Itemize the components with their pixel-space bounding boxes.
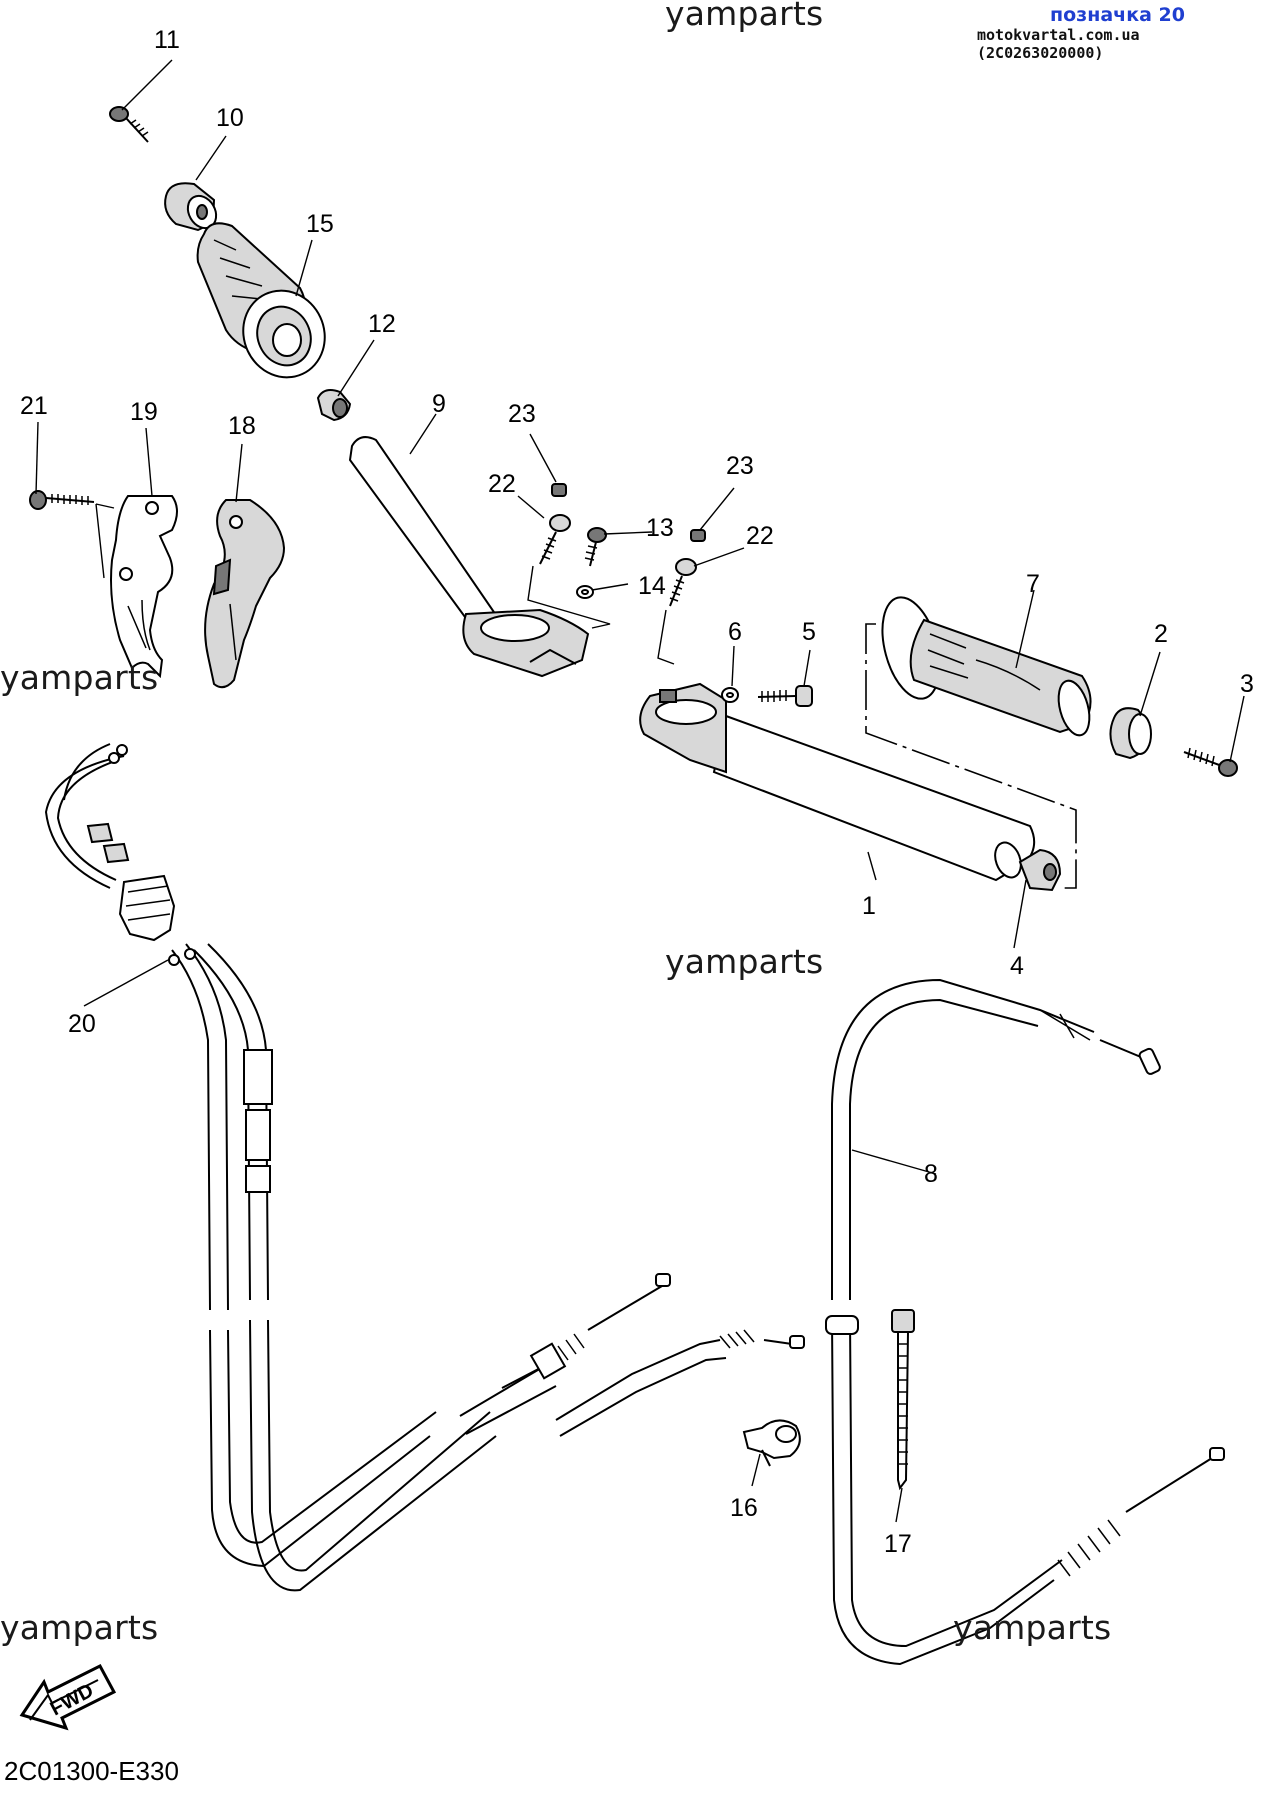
callout-6: 6: [728, 618, 742, 646]
callout-17: 17: [884, 1530, 912, 1558]
callout-13: 13: [646, 514, 674, 542]
part-4-weight: [1018, 848, 1062, 892]
part-18-switch-housing-lower: [204, 499, 286, 689]
part-14-washer: [576, 585, 594, 599]
part-1-right-handlebar: [639, 682, 1036, 882]
part-7-right-grip: [881, 596, 1092, 737]
part-17-cable-tie: [891, 1309, 915, 1491]
callout-1: 1: [862, 892, 876, 920]
part-21-screw: [29, 490, 115, 579]
callout-12: 12: [368, 310, 396, 338]
callout-10: 10: [216, 104, 244, 132]
callout-23a: 23: [508, 400, 536, 428]
callout-15: 15: [306, 210, 334, 238]
part-23-nut-a: [551, 483, 567, 497]
callout-8: 8: [924, 1160, 938, 1188]
badge-label: позначка 20: [1050, 4, 1185, 26]
part-6-washer: [721, 687, 739, 703]
fwd-arrow-icon: FWD: [19, 1664, 117, 1731]
part-2-bar-end: [1109, 707, 1152, 760]
part-20-throttle-cables: [44, 743, 805, 1592]
callout-20: 20: [68, 1010, 96, 1038]
part-15-throttle-grip: [196, 222, 326, 379]
diagram-code: 2C01300-E330: [4, 1756, 179, 1786]
part-9-left-handlebar: [348, 436, 590, 678]
callout-7: 7: [1026, 570, 1040, 598]
part-22-bolt-a: [527, 514, 611, 629]
part-16-cable-clamp: [742, 1419, 801, 1467]
part-12-weight: [316, 389, 352, 422]
callout-9: 9: [432, 390, 446, 418]
part-13-bolt: [584, 527, 607, 567]
callout-2: 2: [1154, 620, 1168, 648]
watermark: yamparts: [0, 1608, 159, 1647]
callout-21: 21: [20, 392, 48, 420]
callout-14: 14: [638, 572, 666, 600]
watermark: yamparts: [0, 658, 159, 697]
watermark: yamparts: [953, 1608, 1112, 1647]
watermark: yamparts: [665, 0, 824, 33]
callout-4: 4: [1010, 952, 1024, 980]
assembly-outline-right: [865, 623, 1077, 889]
part-5-bolt: [757, 685, 813, 707]
callout-5: 5: [802, 618, 816, 646]
callout-18: 18: [228, 412, 256, 440]
callout-3: 3: [1240, 670, 1254, 698]
watermark: yamparts: [665, 942, 824, 981]
callout-23b: 23: [726, 452, 754, 480]
callout-leaders: [35, 59, 1245, 1523]
part-3-bolt: [1183, 747, 1238, 777]
callout-16: 16: [730, 1494, 758, 1522]
part-11-bolt: [109, 106, 149, 143]
site-label: motokvartal.com.ua (2C0263020000): [977, 26, 1140, 62]
callout-22b: 22: [746, 522, 774, 550]
part-8-clutch-cable: [825, 978, 1225, 1666]
part-22-bolt-b: [657, 558, 697, 665]
part-23-nut-b: [690, 529, 706, 542]
callout-11: 11: [154, 26, 180, 54]
part-19-switch-housing-upper: [110, 495, 178, 679]
callout-19: 19: [130, 398, 158, 426]
callout-22a: 22: [488, 470, 516, 498]
